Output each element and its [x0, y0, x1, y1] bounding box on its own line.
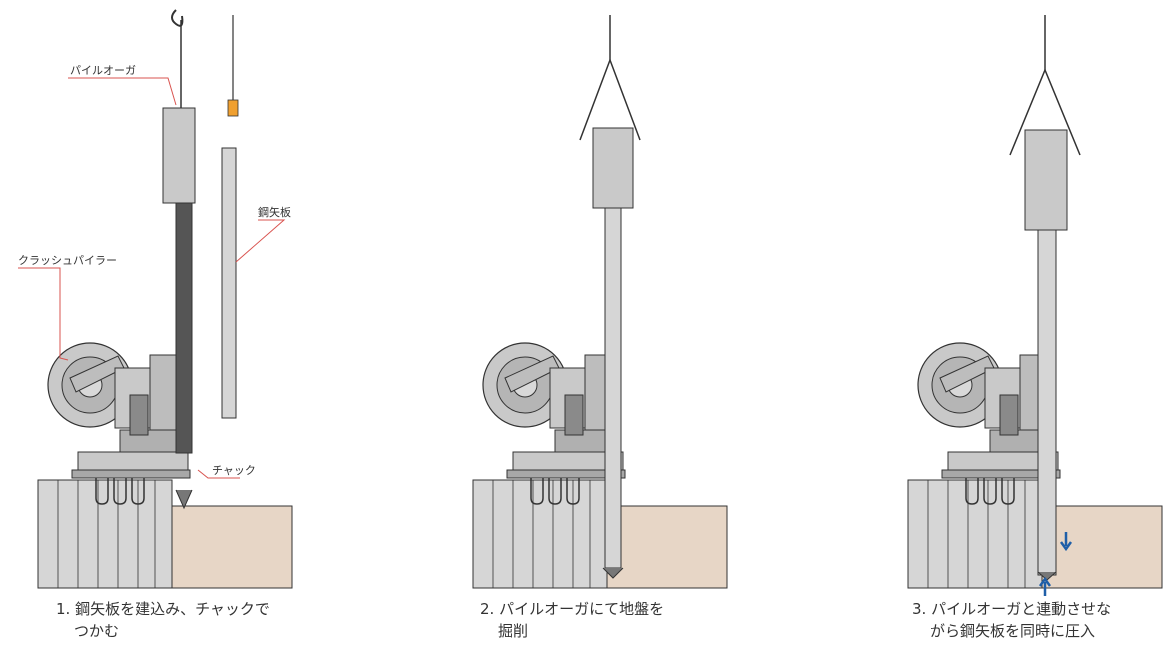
soil-ground [1041, 505, 1163, 589]
installed-sheet-piles [472, 479, 608, 589]
step-3-caption: 3. パイルオーガと連動させな がら鋼矢板を同時に圧入 [912, 598, 1111, 642]
step-1-line2: つかむ [74, 622, 120, 640]
label-chuck: チャック [212, 464, 256, 477]
step-2-line1: 2. パイルオーガにて地盤を [480, 600, 665, 618]
label-steel-sheet-pile: 鋼矢板 [258, 206, 291, 219]
up-arrow-icon [1038, 576, 1052, 596]
installed-sheet-piles [907, 479, 1043, 589]
steel-sheet-pile [604, 207, 622, 569]
soil-ground [606, 505, 728, 589]
auger-bit [175, 489, 193, 510]
label-crush-piler: クラッシュパイラー [18, 254, 117, 267]
crane-hook [171, 9, 184, 27]
step-3-line1: 3. パイルオーガと連動させな [912, 600, 1112, 618]
pile-auger-motor [592, 127, 634, 209]
orange-clip [227, 99, 239, 117]
step-1-caption: 1. 鋼矢板を建込み、チャックで つかむ [56, 598, 270, 642]
soil-ground [171, 505, 293, 589]
step-2-caption: 2. パイルオーガにて地盤を 掘削 [480, 598, 664, 642]
steel-sheet-pile [221, 147, 237, 419]
down-arrow-icon [1059, 532, 1073, 552]
panel-3-press-in [907, 15, 1163, 596]
panel-1-pile-clamping [18, 9, 293, 589]
step-3-line2: がら鋼矢板を同時に圧入 [930, 622, 1096, 640]
installed-sheet-piles [37, 479, 173, 589]
step-1-line1: 1. 鋼矢板を建込み、チャックで [56, 600, 270, 618]
label-pile-auger: パイルオーガ [70, 64, 136, 77]
auger-rod [175, 202, 193, 454]
panel-2-excavation [472, 15, 728, 589]
steel-sheet-pile [1037, 229, 1057, 576]
step-2-line2: 掘削 [498, 622, 529, 640]
pile-auger-motor [162, 107, 196, 204]
pile-auger-motor [1024, 129, 1068, 231]
auger-bit [602, 567, 624, 579]
